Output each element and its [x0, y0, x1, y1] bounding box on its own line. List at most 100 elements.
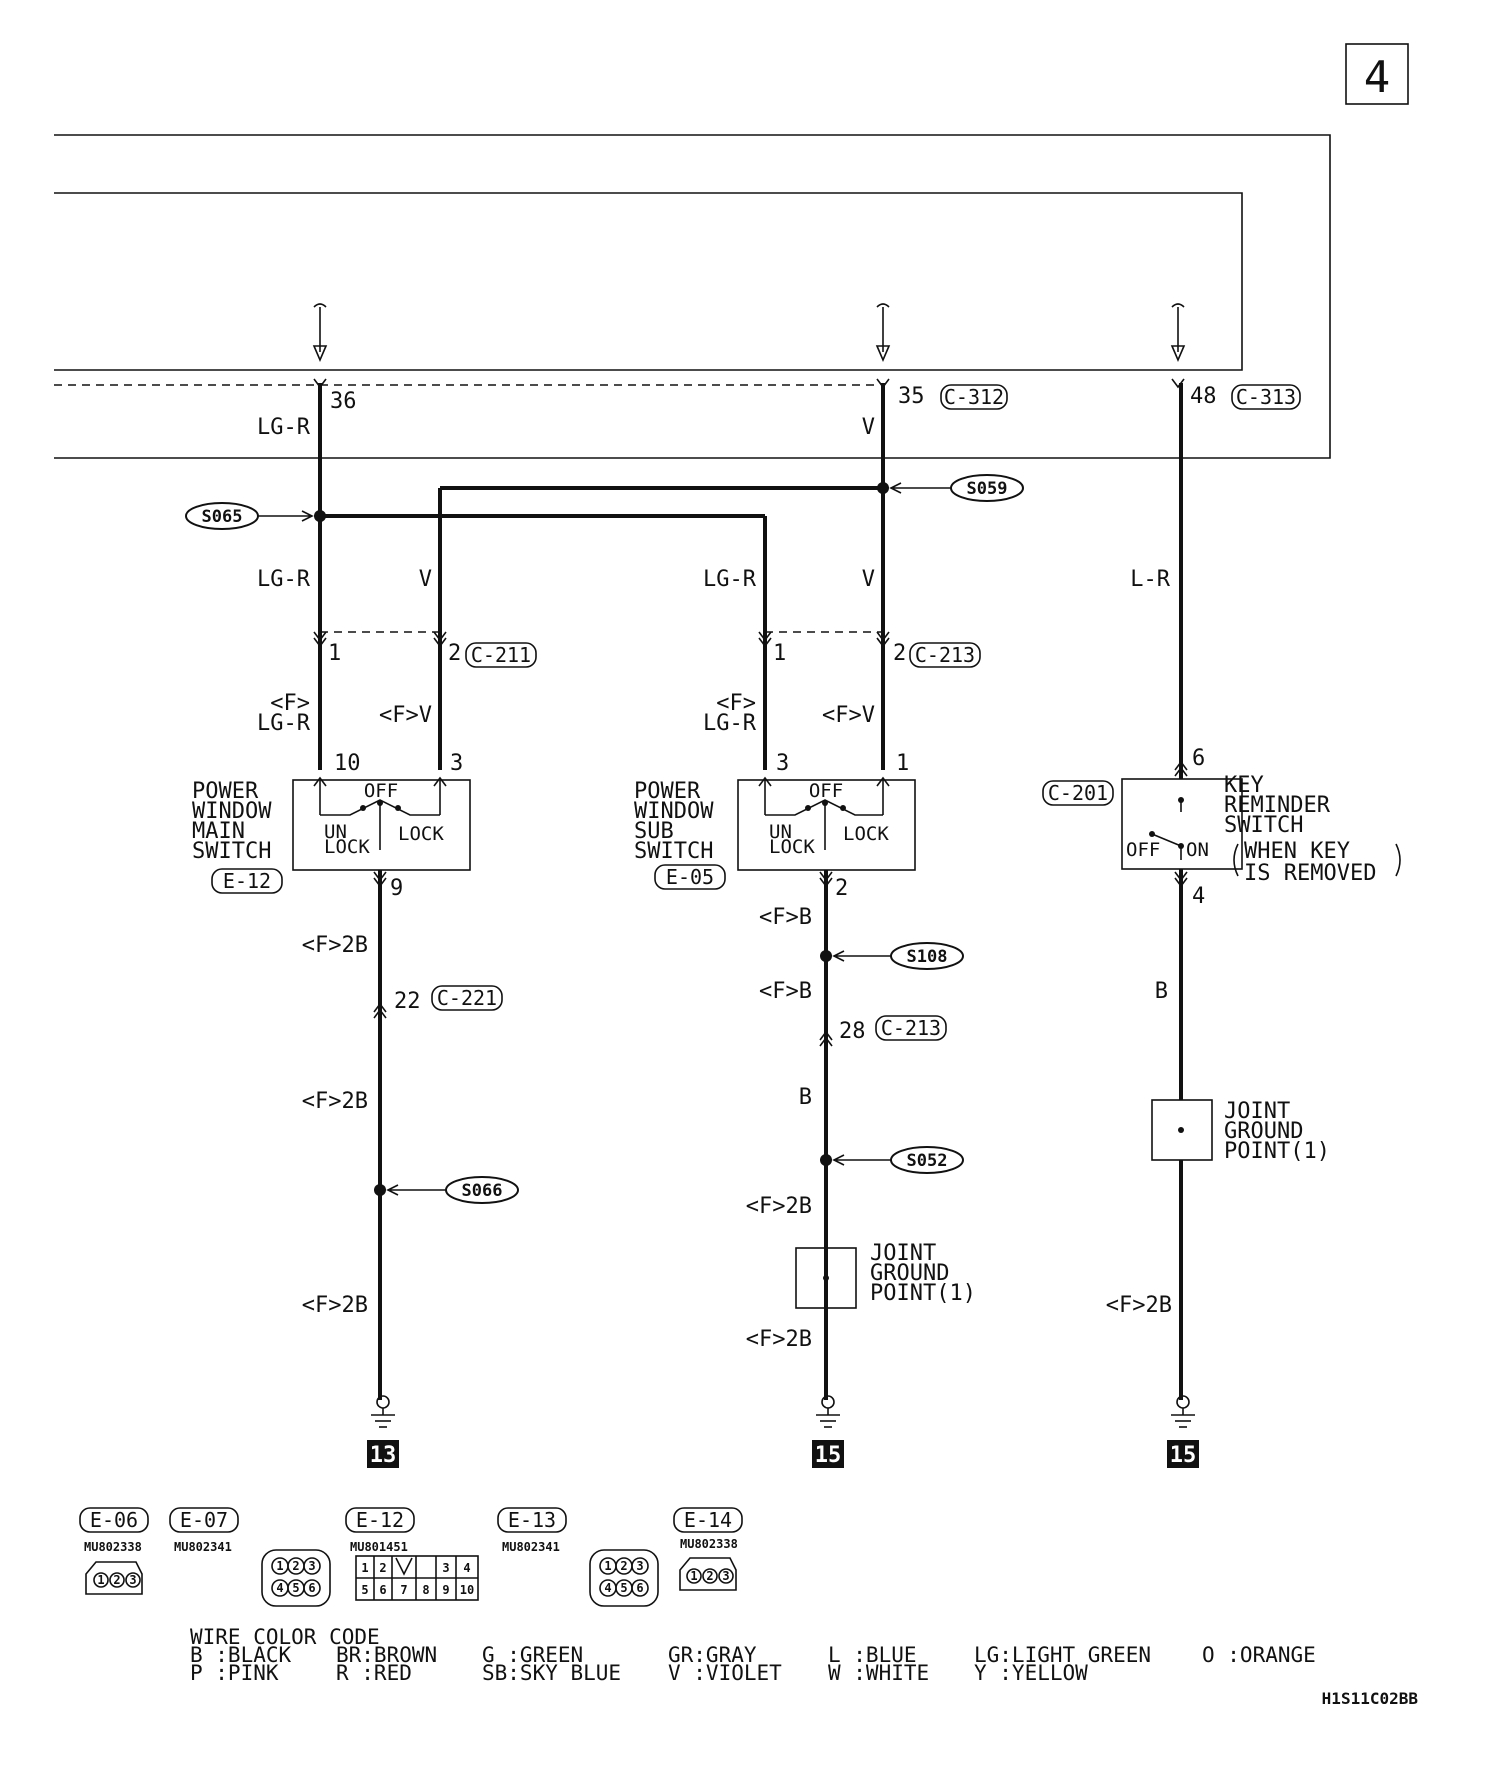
splice-s052: S052	[832, 1146, 964, 1174]
svg-text:E-13: E-13	[508, 1508, 556, 1532]
svg-text:3: 3	[450, 751, 463, 776]
ground-number-13: 13	[370, 1443, 397, 1468]
ground-number-15-b: 15	[1170, 1443, 1197, 1468]
svg-text:S065: S065	[202, 507, 243, 527]
svg-text:E-14: E-14	[684, 1508, 732, 1532]
svg-text:3: 3	[722, 1569, 729, 1583]
svg-text:48: 48	[1190, 384, 1217, 409]
connector-c221: C-221	[437, 986, 497, 1010]
main-switch-positions: OFF UN LOCK LOCK	[324, 780, 444, 858]
svg-text:SB:SKY BLUE: SB:SKY BLUE	[482, 1661, 621, 1685]
connector-c313: C-313	[1236, 385, 1296, 409]
svg-text:P :PINK: P :PINK	[190, 1661, 279, 1685]
svg-text:LG-R: LG-R	[257, 567, 311, 592]
harness-frames	[54, 134, 1331, 459]
key-reminder-circuit	[1121, 378, 1243, 1400]
svg-text:10: 10	[460, 1583, 474, 1597]
svg-text:ON: ON	[1186, 839, 1209, 861]
svg-text:1: 1	[276, 1559, 283, 1573]
svg-text:S052: S052	[907, 1151, 948, 1171]
svg-text:3: 3	[308, 1559, 315, 1573]
svg-text:LG:LIGHT GREEN: LG:LIGHT GREEN	[974, 1643, 1151, 1667]
svg-text:R :RED: R :RED	[336, 1661, 412, 1685]
svg-text:LOCK: LOCK	[769, 836, 815, 858]
svg-text:LOCK: LOCK	[324, 836, 370, 858]
sub-switch-label: POWER WINDOW SUB SWITCH	[634, 779, 714, 864]
svg-text:4: 4	[463, 1561, 470, 1575]
legend-title: WIRE COLOR CODE	[190, 1625, 380, 1649]
svg-text:5: 5	[292, 1581, 299, 1595]
connector-e12: E-12	[223, 869, 271, 893]
splice-s065: S065	[185, 502, 314, 530]
svg-text:<F>2B: <F>2B	[746, 1327, 812, 1352]
svg-text:MU801451: MU801451	[350, 1540, 408, 1554]
connector-c213-bottom: C-213	[881, 1016, 941, 1040]
svg-text:2: 2	[379, 1561, 386, 1575]
sub-switch-positions: OFF UN LOCK LOCK	[769, 780, 889, 858]
svg-text:IS REMOVED: IS REMOVED	[1244, 861, 1376, 886]
svg-text:LG-R: LG-R	[703, 567, 757, 592]
svg-text:REMINDER: REMINDER	[1224, 793, 1331, 818]
svg-text:6: 6	[1192, 746, 1205, 771]
svg-text:<F>2B: <F>2B	[1106, 1293, 1172, 1318]
svg-text:22: 22	[394, 989, 421, 1014]
svg-text:O :ORANGE: O :ORANGE	[1202, 1643, 1316, 1667]
connector-tags: C-312 C-313 C-211 C-213 C-221 C-213 C-20…	[211, 384, 1301, 1041]
svg-text:POWER: POWER	[192, 779, 259, 804]
svg-text:9: 9	[442, 1583, 449, 1597]
svg-text:2: 2	[292, 1559, 299, 1573]
svg-text:UN: UN	[324, 821, 347, 843]
ground-symbol-15-a: 15	[812, 1395, 844, 1468]
svg-text:POINT(1): POINT(1)	[1224, 1139, 1330, 1164]
svg-text:8: 8	[422, 1583, 429, 1597]
page-number-text: 4	[1364, 52, 1391, 103]
svg-text:4: 4	[1192, 884, 1205, 909]
svg-text:BR:BROWN: BR:BROWN	[336, 1643, 437, 1667]
svg-text:JOINT: JOINT	[1224, 1099, 1290, 1124]
svg-text:MU802341: MU802341	[174, 1540, 232, 1554]
splice-s108: S108	[832, 942, 964, 970]
svg-text:1: 1	[896, 751, 909, 776]
wire-color-legend: WIRE COLOR CODE B :BLACK BR:BROWN G :GRE…	[190, 1625, 1316, 1685]
svg-text:<F>V: <F>V	[379, 703, 432, 728]
svg-text:<F>: <F>	[270, 691, 310, 716]
svg-text:E-07: E-07	[180, 1508, 228, 1532]
joint-ground-label-sub: JOINT GROUND POINT(1)	[870, 1241, 976, 1306]
svg-text:JOINT: JOINT	[870, 1241, 936, 1266]
svg-text:V: V	[862, 415, 875, 440]
svg-text:V: V	[862, 567, 875, 592]
svg-text:2: 2	[835, 876, 848, 901]
page-number: 4	[1345, 43, 1409, 105]
svg-text:3: 3	[776, 751, 789, 776]
svg-text:5: 5	[361, 1583, 368, 1597]
svg-text:<F>2B: <F>2B	[302, 1293, 368, 1318]
svg-text:<F>B: <F>B	[759, 979, 812, 1004]
svg-text:4: 4	[276, 1581, 283, 1595]
svg-text:LOCK: LOCK	[843, 823, 889, 845]
svg-text:3: 3	[636, 1559, 643, 1573]
svg-text:Y :YELLOW: Y :YELLOW	[974, 1661, 1088, 1685]
svg-text:3: 3	[129, 1573, 136, 1587]
svg-text:POWER: POWER	[634, 779, 701, 804]
svg-text:<F>2B: <F>2B	[302, 933, 368, 958]
pin-numbers: 36 35 48 1 2 1 2 10 3 9 3 1 2 6 4 22 28	[328, 384, 1217, 1044]
svg-text:5: 5	[620, 1581, 627, 1595]
svg-text:<F>: <F>	[716, 691, 756, 716]
svg-text:SWITCH: SWITCH	[1224, 813, 1303, 838]
svg-text:SUB: SUB	[634, 819, 674, 844]
ground-symbol-13: 13	[367, 1395, 399, 1468]
svg-text:S108: S108	[907, 947, 948, 967]
svg-text:WINDOW: WINDOW	[634, 799, 714, 824]
svg-text:1: 1	[328, 641, 341, 666]
svg-text:LG-R: LG-R	[257, 711, 311, 736]
svg-text:MU802338: MU802338	[84, 1540, 142, 1554]
svg-text:WINDOW: WINDOW	[192, 799, 272, 824]
svg-text:SWITCH: SWITCH	[634, 839, 713, 864]
svg-text:W :WHITE: W :WHITE	[828, 1661, 929, 1685]
svg-text:WHEN KEY: WHEN KEY	[1244, 839, 1350, 864]
connector-table: E-06 MU802338 1 2 3 E-07 MU802341 1 2 3 …	[79, 1507, 743, 1607]
svg-text:B: B	[799, 1085, 812, 1110]
svg-text:1: 1	[773, 641, 786, 666]
svg-text:B: B	[1155, 979, 1168, 1004]
